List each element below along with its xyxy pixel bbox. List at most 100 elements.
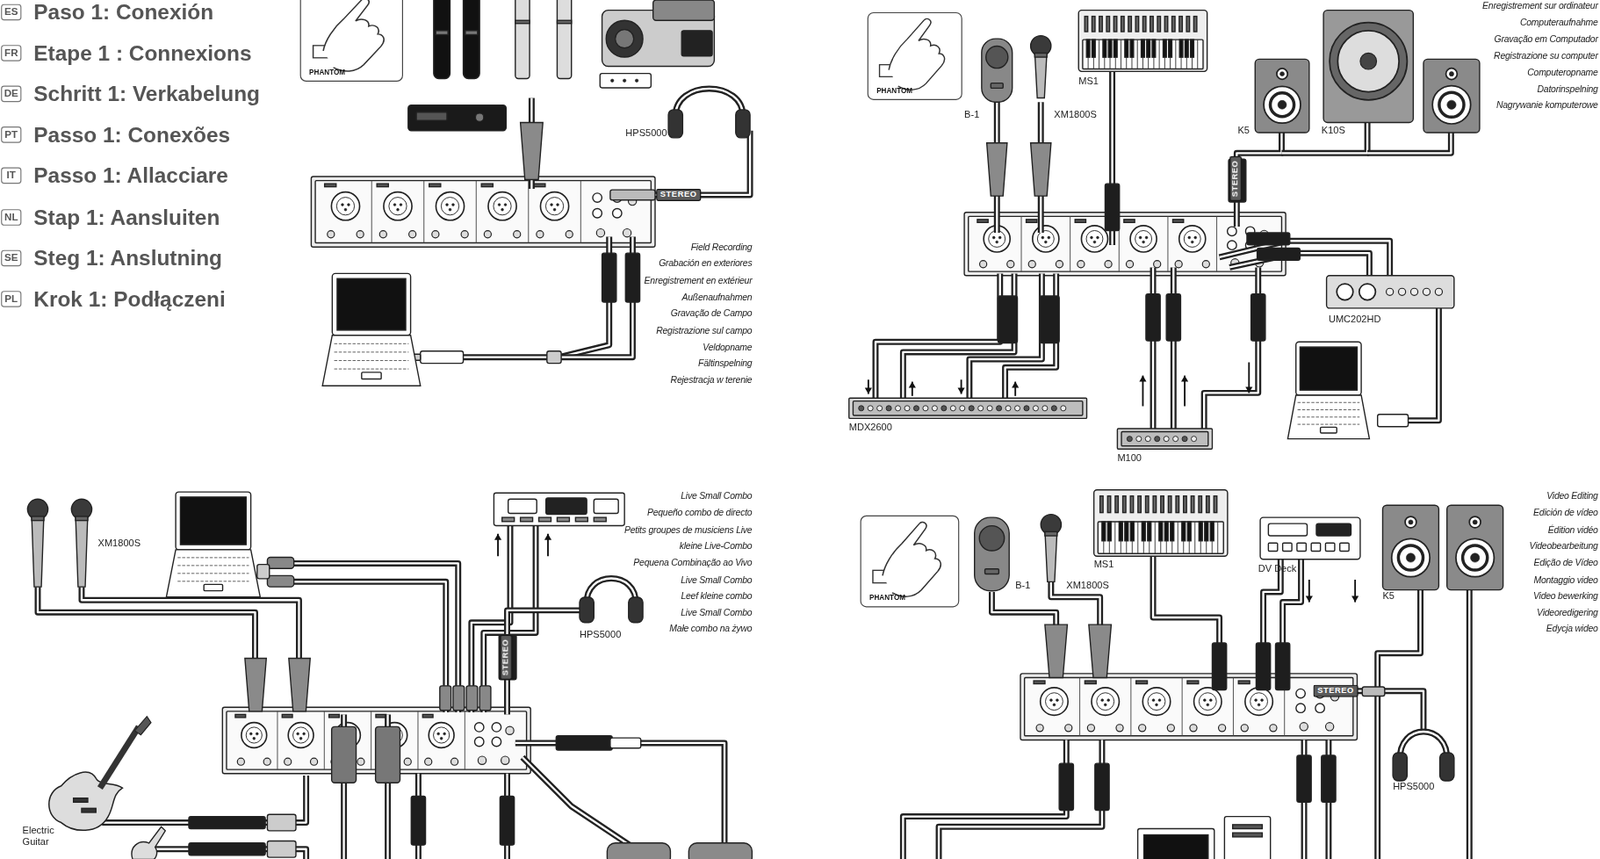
step-heading: Krok 1: Podłączeni [33,285,225,311]
jack-plug [1257,247,1301,260]
synthesizer [1128,16,1132,32]
plug-tag: STEREO [1229,156,1242,202]
laptop [1297,424,1361,426]
electric-guitar [49,771,123,830]
mixer [1187,680,1199,684]
laptop [334,360,410,361]
cable [1203,266,1259,429]
mixer [439,736,443,740]
synthesizer [1170,521,1175,541]
device-name: MS1 [1094,559,1115,570]
computer-monitor [1144,835,1209,859]
hand-icon [868,13,962,100]
mixer [255,732,259,736]
jack-plug [410,795,426,845]
usb-plug [1377,414,1409,427]
language-code: DE [1,86,21,101]
cable [292,562,458,713]
wireless-microphone [435,30,448,36]
hand-icon [323,0,384,72]
mixer [1198,692,1217,711]
mixer [1036,724,1044,732]
cassette-deck [556,517,570,522]
jack-plug [610,189,656,201]
electric-guitar [100,726,139,788]
mixer [1125,260,1133,268]
mixer [443,732,447,736]
mixer [540,192,569,221]
camcorder [615,29,635,49]
audio-interface [1359,283,1377,301]
speaker [1470,553,1480,563]
cable [1219,240,1391,278]
mixer [1086,230,1103,247]
instrument-plug [266,840,296,858]
jack-plug [1251,294,1266,341]
mixer [1079,677,1081,736]
mixer [1172,219,1183,223]
mixer [375,713,387,717]
mixer [483,230,491,238]
cassette-deck [539,517,552,522]
device-name: XM1800S [1053,108,1096,119]
language-code: IT [1,168,21,183]
mixer [347,203,351,207]
mixer [592,208,602,217]
mixer [1074,219,1086,223]
mixer [389,197,407,216]
mixer [545,197,563,216]
cable [1153,555,1220,676]
device-name: K5 [1383,590,1396,601]
synthesizer [1147,521,1152,541]
cable [522,756,633,847]
synthesizer [1114,521,1116,554]
mixer [293,727,310,743]
mixer [464,711,466,770]
mixer [1240,724,1248,732]
signal-arrow [1181,375,1189,382]
mixer [1179,225,1206,253]
electric-guitar [131,826,166,859]
electric-guitar [81,807,96,813]
mixer [1153,260,1161,268]
mixer [501,756,510,764]
speaker [1398,545,1423,570]
mixer [1101,699,1104,702]
mixer [1142,240,1146,244]
mixer [1158,699,1161,702]
rack-unit [922,405,929,411]
mixer [249,732,253,736]
laptop [180,497,246,545]
dv-deck [1340,542,1349,551]
synthesizer [1163,39,1168,58]
synthesizer [1168,39,1173,58]
mixer [1052,703,1056,707]
cable [1367,132,1451,153]
synthesizer [1167,496,1171,513]
mixer [1045,692,1064,711]
scenario-caption: Gravação em Computador [1494,35,1599,44]
signal-arrow [1351,596,1359,603]
microphone [1045,531,1058,536]
mixer [1227,240,1237,250]
mixer [493,197,512,216]
microphone [1034,50,1047,98]
pencil-microphone [515,0,530,79]
laptop [334,368,410,370]
synthesizer [1172,16,1175,32]
speaker [1439,92,1464,117]
stage-monitor [688,843,752,859]
mixer [448,208,452,211]
synthesizer [1078,10,1207,73]
mixer [327,230,335,238]
cable [292,581,446,713]
jack-plug [1059,763,1074,810]
synthesizer [1157,16,1161,32]
jack-plug [1039,295,1060,343]
mixer [263,757,271,765]
laptop [177,556,249,558]
scenario-caption: Video Editing [1546,491,1598,501]
jack-plug [555,735,613,750]
rca-plug [453,685,465,711]
dv-deck [1282,542,1292,551]
